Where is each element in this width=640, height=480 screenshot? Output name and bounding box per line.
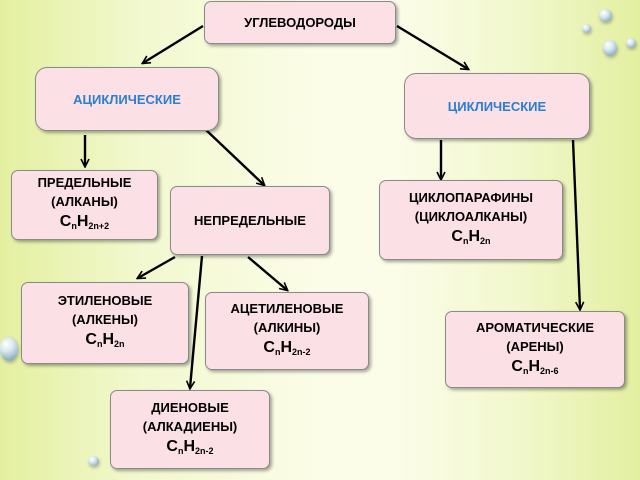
arrow-unsaturated-ethylene <box>138 255 176 278</box>
node-diene-line2: (АЛКАДИЕНЫ) <box>142 418 238 434</box>
arrow-unsaturated-diene <box>190 255 204 388</box>
node-cycloparaffins-formula: CnH2n <box>451 228 491 246</box>
arrow-root-cyclic <box>396 24 468 69</box>
node-acetylene-line1: АЦЕТИЛЕНОВЫЕ <box>230 301 344 316</box>
node-cycloparaffins-line2: (ЦИКЛОАЛКАНЫ) <box>414 209 528 224</box>
water-drop-icon <box>599 9 612 22</box>
node-unsaturated-label: НЕПРЕДЕЛЬНЫЕ <box>194 213 306 228</box>
node-hydrocarbons-label: УГЛЕВОДОРОДЫ <box>244 15 356 30</box>
node-saturated-formula: CnH2n+2 <box>59 213 110 231</box>
arrow-root-acyclic <box>143 24 204 63</box>
node-saturated-line1: ПРЕДЕЛЬНЫЕ <box>37 175 132 190</box>
node-acetylene: АЦЕТИЛЕНОВЫЕ (АЛКИНЫ) CnH2n-2 <box>205 292 369 370</box>
arrow-cyclic-aromatic <box>571 139 580 309</box>
node-aromatic-line1: АРОМАТИЧЕСКИЕ <box>476 319 594 335</box>
node-cycloparaffins: ЦИКЛОПАРАФИНЫ (ЦИКЛОАЛКАНЫ) CnH2n <box>379 180 563 260</box>
water-drop-icon <box>0 337 18 361</box>
node-diene: ДИЕНОВЫЕ (АЛКАДИЕНЫ) CnH2n-2 <box>110 390 270 469</box>
arrow-unsaturated-acetylene <box>247 256 287 290</box>
node-ethylene-formula: CnH2n <box>85 331 125 349</box>
node-aromatic-line2: (АРЕНЫ) <box>506 338 564 354</box>
node-diene-line1: ДИЕНОВЫЕ <box>151 399 229 415</box>
node-cyclic: ЦИКЛИЧЕСКИЕ <box>404 73 590 139</box>
node-unsaturated: НЕПРЕДЕЛЬНЫЕ <box>170 186 330 255</box>
node-acetylene-line2: (АЛКИНЫ) <box>253 320 321 335</box>
node-acyclic-label: АЦИКЛИЧЕСКИЕ <box>73 91 181 107</box>
node-cycloparaffins-line1: ЦИКЛОПАРАФИНЫ <box>409 190 533 205</box>
node-saturated-line2: (АЛКАНЫ) <box>51 194 118 209</box>
node-aromatic-formula: CnH2n-6 <box>511 357 559 376</box>
water-drop-icon <box>626 38 636 48</box>
node-ethylene: ЭТИЛЕНОВЫЕ (АЛКЕНЫ) CnH2n <box>21 282 189 364</box>
node-aromatic: АРОМАТИЧЕСКИЕ (АРЕНЫ) CnH2n-6 <box>445 311 625 388</box>
node-acetylene-formula: CnH2n-2 <box>263 339 311 357</box>
node-saturated: ПРЕДЕЛЬНЫЕ (АЛКАНЫ) CnH2n+2 <box>11 170 158 240</box>
water-drop-icon <box>88 456 99 466</box>
node-ethylene-line1: ЭТИЛЕНОВЫЕ <box>57 293 153 308</box>
node-hydrocarbons: УГЛЕВОДОРОДЫ <box>204 1 396 44</box>
node-cyclic-label: ЦИКЛИЧЕСКИЕ <box>447 98 547 114</box>
node-diene-formula: CnH2n-2 <box>166 437 214 456</box>
arrow-acyclic-unsaturated <box>204 128 264 185</box>
water-drop-icon <box>582 24 591 33</box>
node-acyclic: АЦИКЛИЧЕСКИЕ <box>35 67 219 131</box>
node-ethylene-line2: (АЛКЕНЫ) <box>71 312 139 327</box>
water-drop-icon <box>603 40 617 56</box>
